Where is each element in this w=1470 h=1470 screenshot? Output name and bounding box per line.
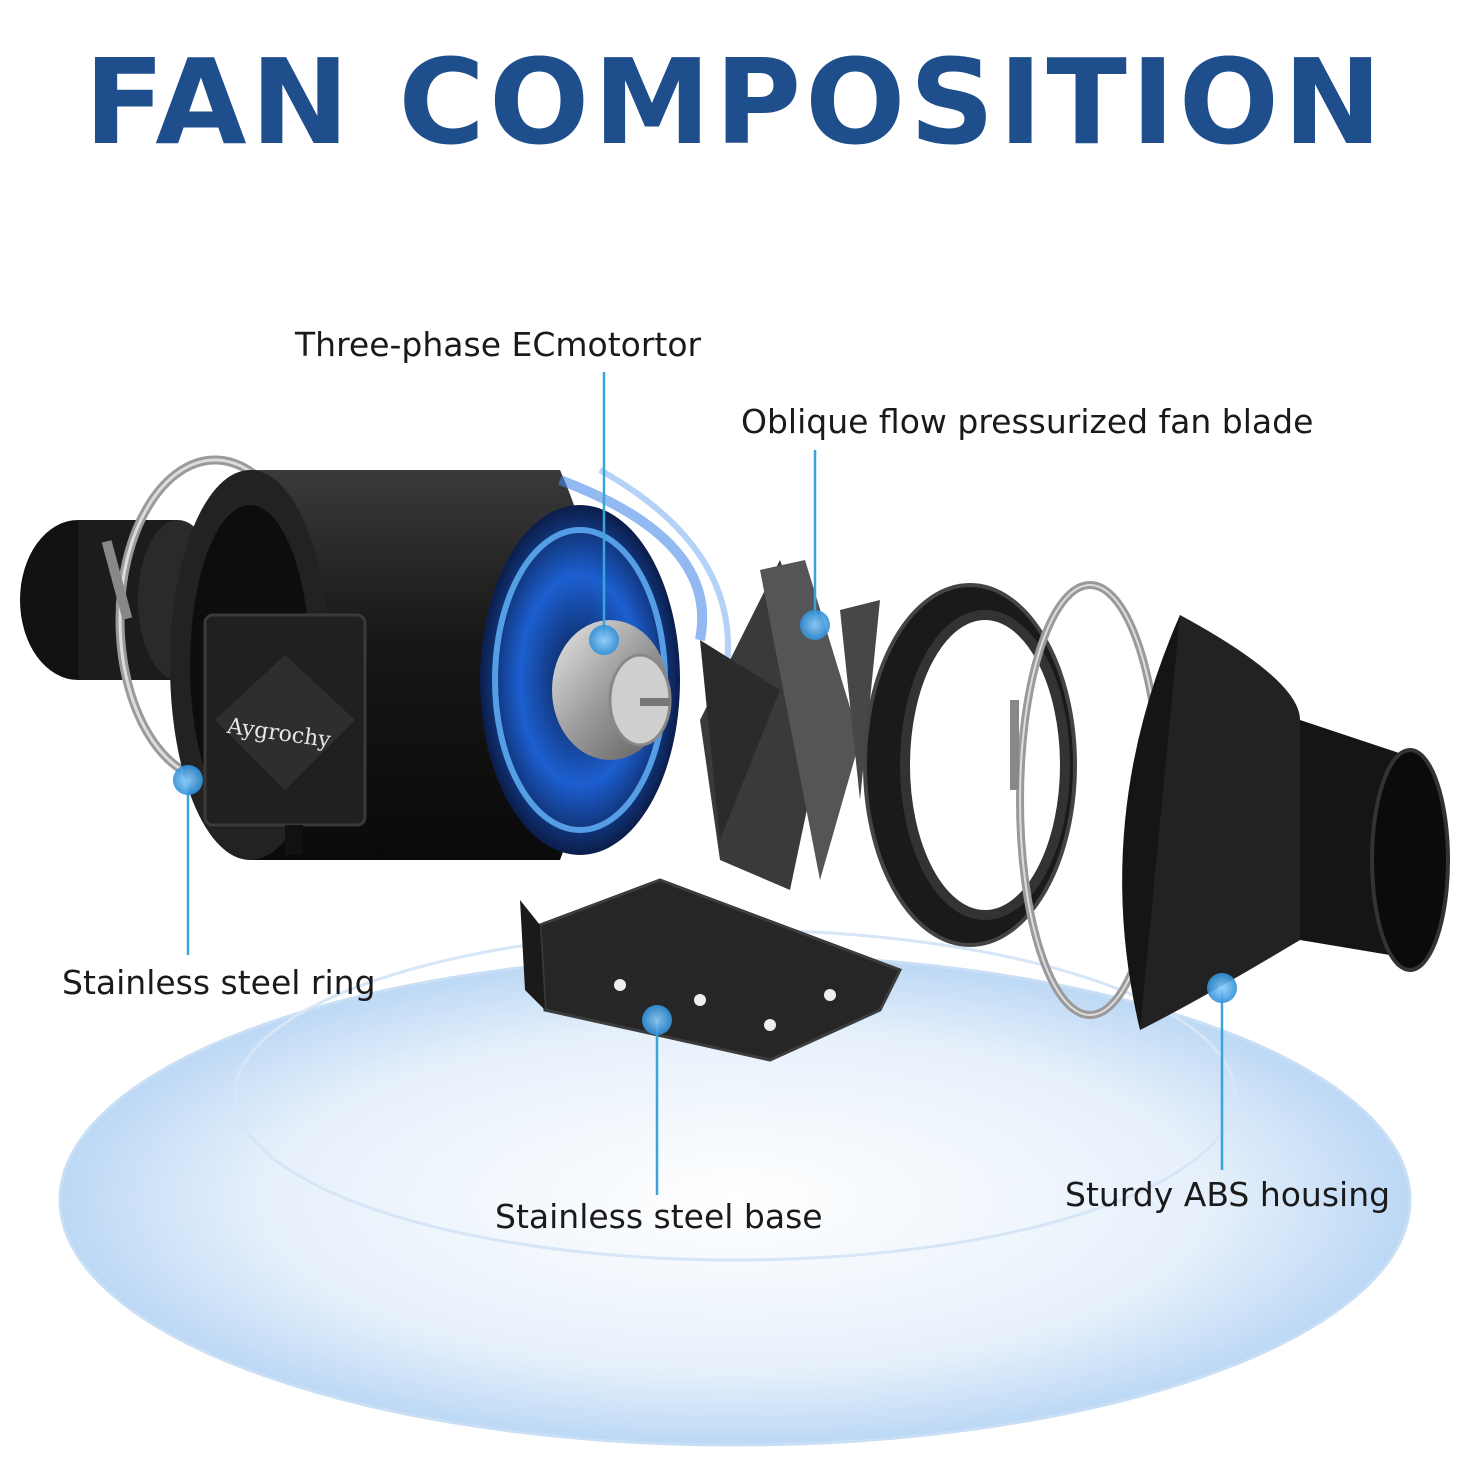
- housing-callout-dot: [1207, 973, 1237, 1003]
- motor-callout-dot: [589, 625, 619, 655]
- terminal-box: [203, 613, 367, 855]
- page-title: FAN COMPOSITION: [84, 33, 1386, 171]
- blade-label: Oblique flow pressurized fan blade: [741, 402, 1314, 441]
- abs-housing: [1122, 615, 1450, 1030]
- blade-callout-dot: [800, 610, 830, 640]
- ring-callout-dot: [173, 765, 203, 795]
- mounting-base: [520, 878, 903, 1062]
- ec-motor: [480, 467, 731, 855]
- ring-label: Stainless steel ring: [62, 963, 376, 1002]
- base-callout-dot: [642, 1005, 672, 1035]
- fan-blade: [700, 560, 880, 890]
- base-label: Stainless steel base: [495, 1197, 823, 1236]
- housing-label: Sturdy ABS housing: [1065, 1175, 1391, 1214]
- callout-lines: [186, 372, 1224, 1195]
- motor-label: Three-phase ECmotortor: [295, 325, 702, 364]
